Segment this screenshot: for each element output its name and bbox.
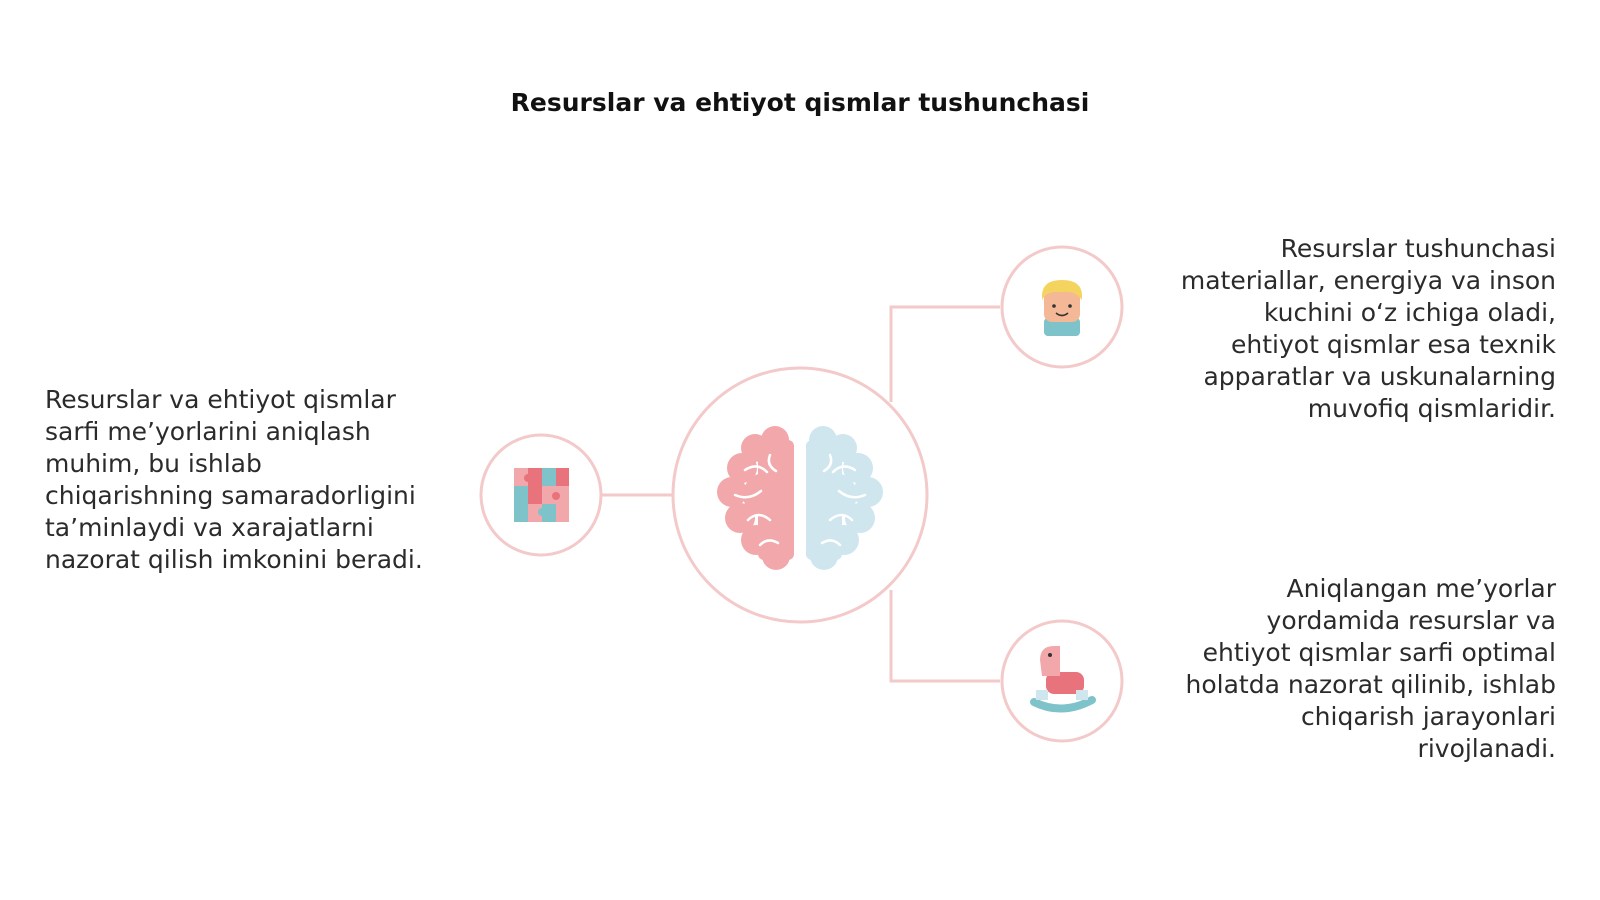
brain-icon bbox=[717, 426, 883, 570]
puzzle-icon bbox=[514, 468, 569, 522]
node-top-right-text: Resurslar tushunchasi materiallar, energ… bbox=[1180, 234, 1556, 423]
connector-bottom-right bbox=[889, 590, 1000, 683]
node-bottom-right bbox=[1000, 619, 1124, 743]
connector-top-right bbox=[889, 305, 1000, 402]
connector-lines bbox=[602, 305, 1000, 683]
page-title: Resurslar va ehtiyot qismlar tushunchasi bbox=[510, 88, 1090, 117]
node-left bbox=[479, 433, 603, 557]
node-top-right bbox=[1000, 245, 1124, 369]
center-node bbox=[671, 366, 929, 624]
rocking-horse-icon bbox=[1030, 646, 1096, 713]
node-left-text: Resurslar va ehtiyot qismlar sarfi me’yo… bbox=[45, 385, 423, 574]
node-bottom-right-text: Aniqlangan me’yorlar yordamida resurslar… bbox=[1185, 574, 1556, 763]
child-face-icon bbox=[1042, 280, 1082, 336]
